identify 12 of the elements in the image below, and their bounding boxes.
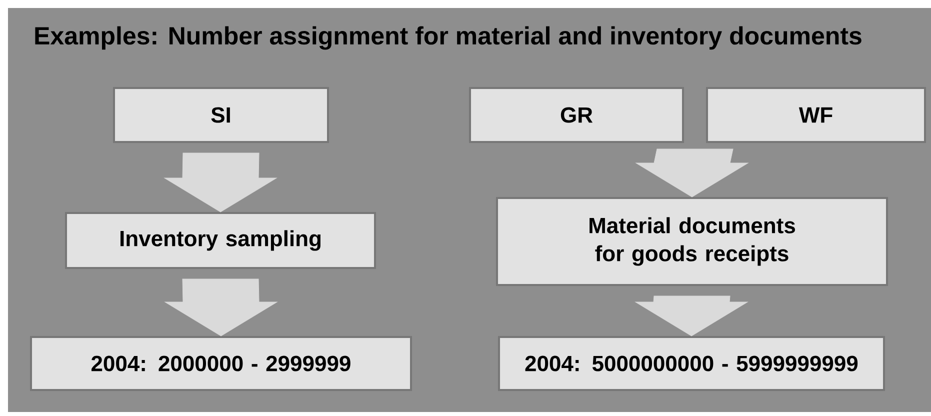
process-box: WF: [706, 87, 926, 143]
process-box: Material documents for goods receipts: [496, 197, 888, 286]
process-box: GR: [469, 87, 684, 143]
process-box: SI: [113, 87, 329, 143]
title: Examples: Number assignment for material and inventory documents: [35, 26, 862, 50]
process-box: Inventory sampling: [65, 212, 376, 269]
process-box: 2004: 5000000000 - 5999999999: [498, 336, 885, 391]
block-arrow: [164, 152, 277, 212]
process-box: 2004: 2000000 - 2999999: [30, 336, 412, 391]
block-arrow: [164, 278, 278, 336]
block-arrow: [635, 296, 748, 336]
block-arrow: [636, 148, 748, 198]
